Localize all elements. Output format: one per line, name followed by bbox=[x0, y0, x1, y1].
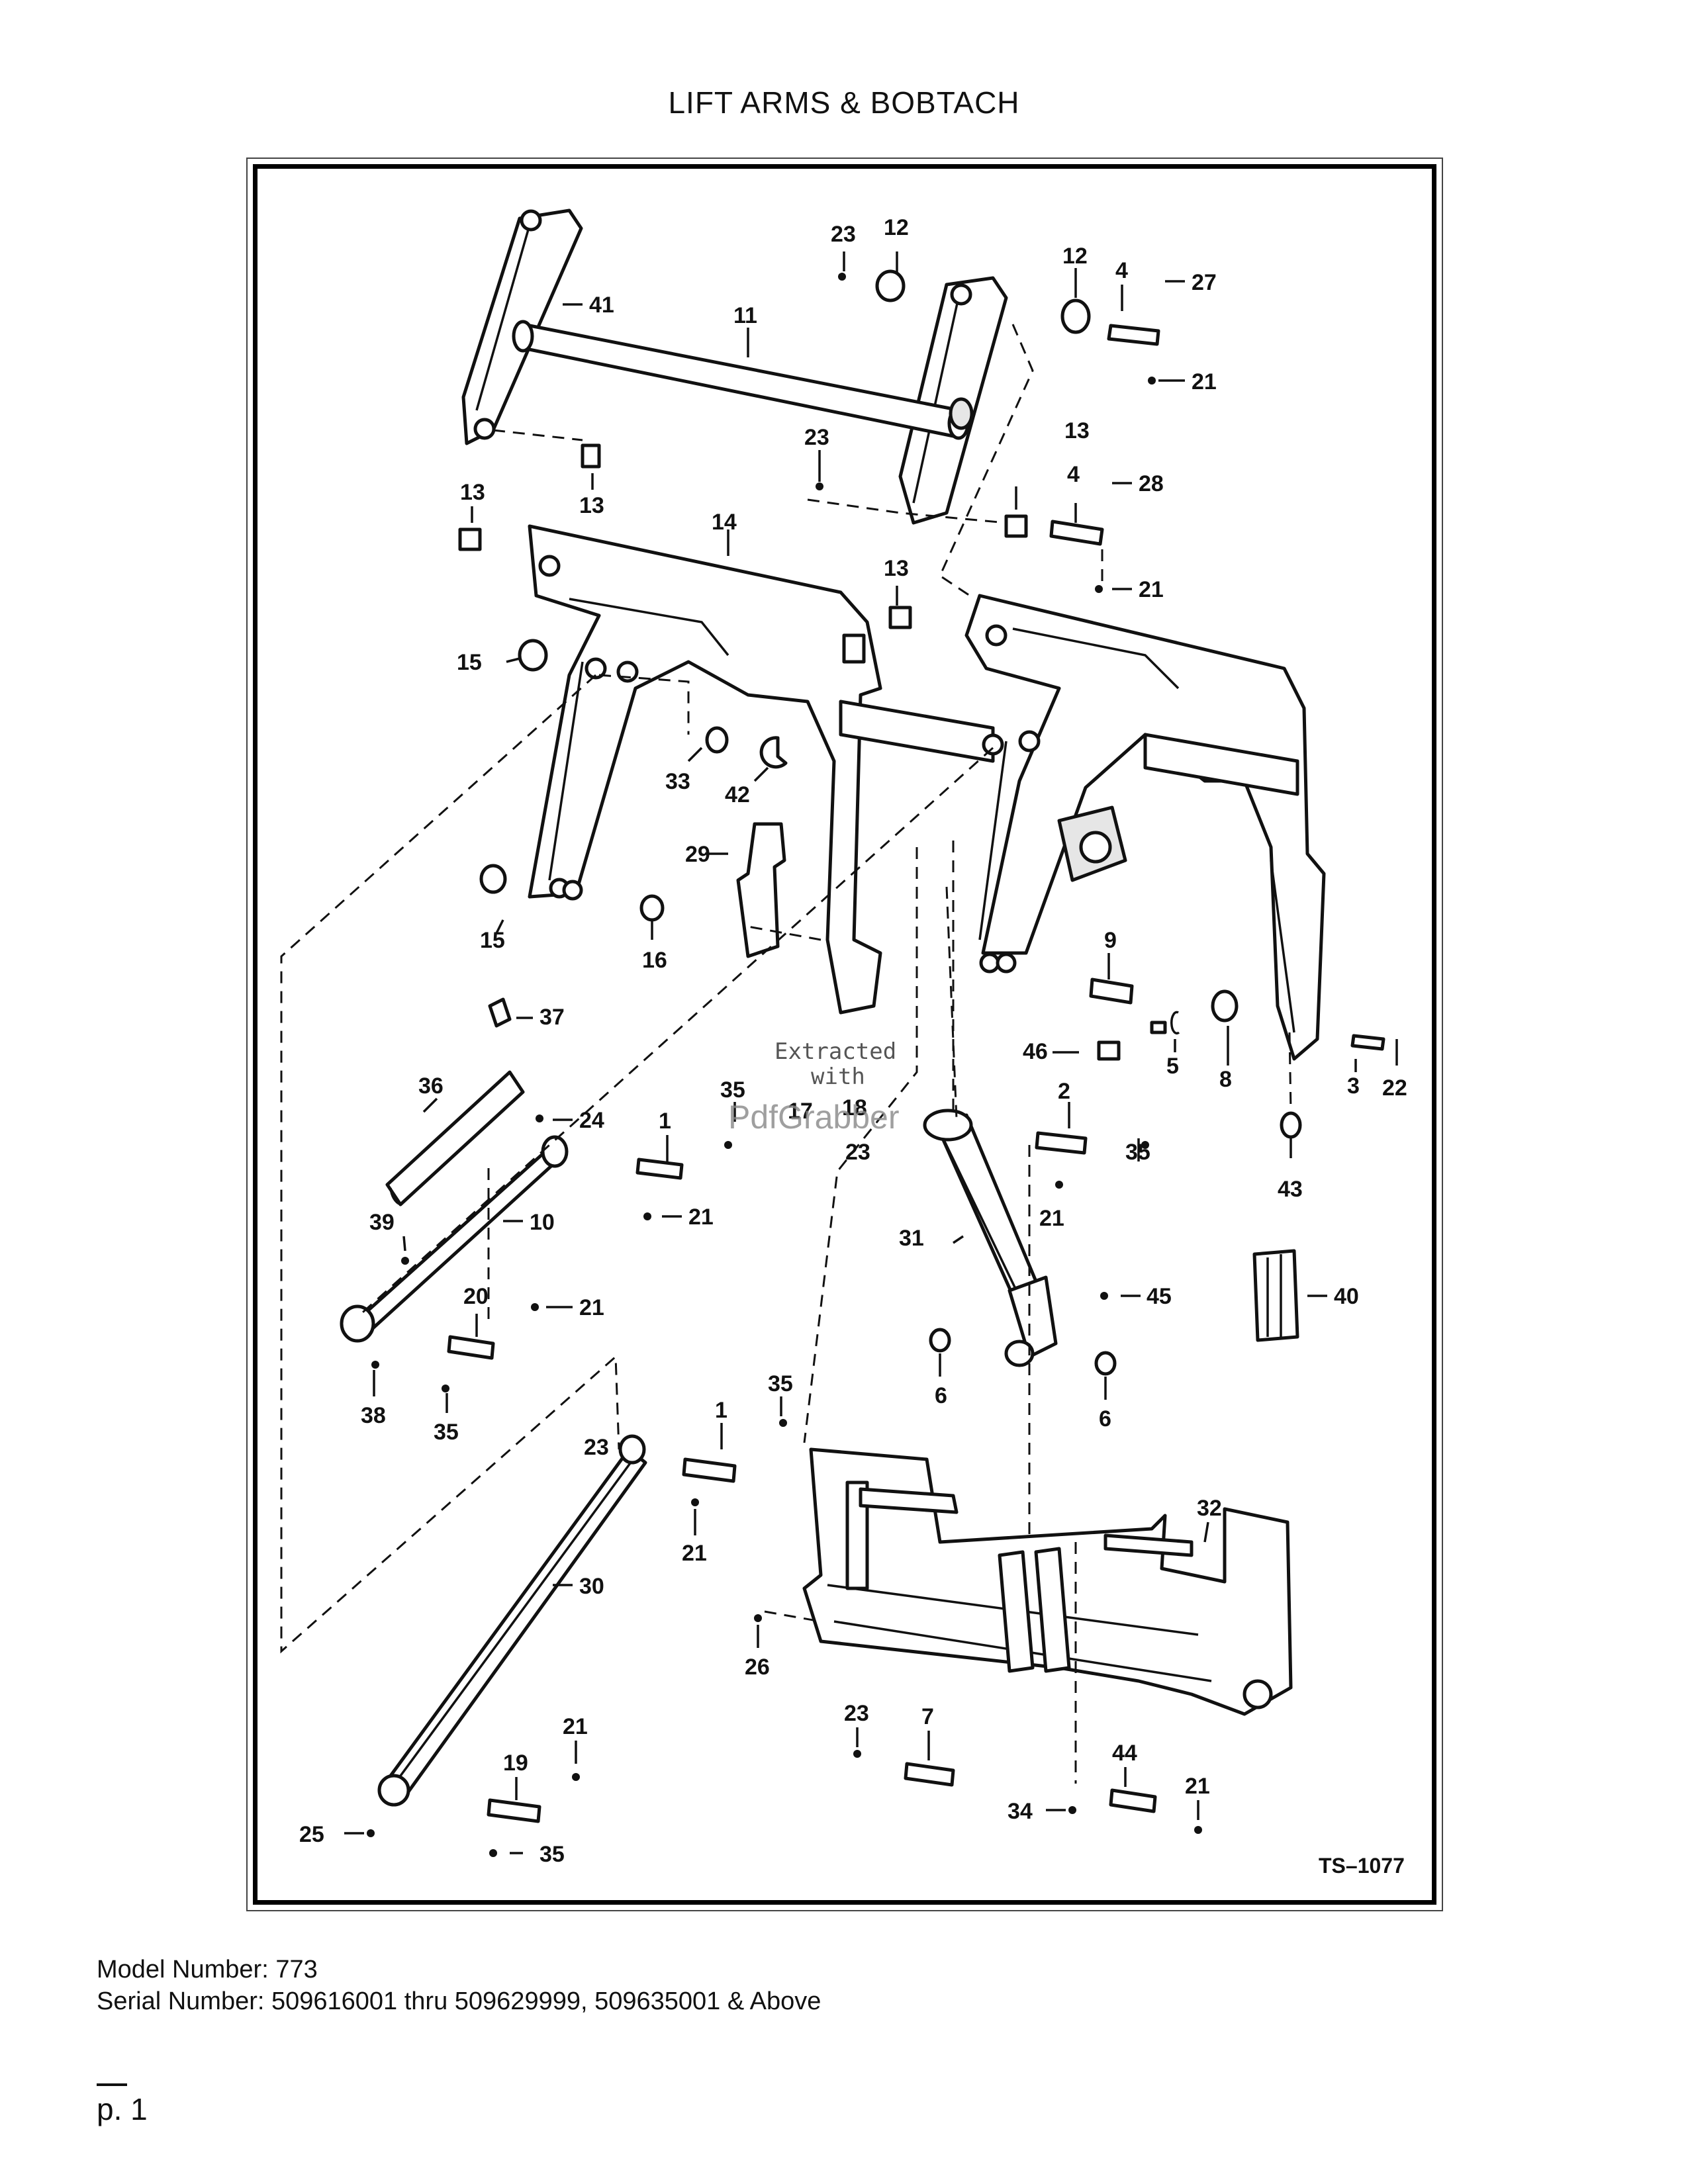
page-number: p. 1 bbox=[97, 2092, 148, 2126]
callout: 21 bbox=[563, 1714, 588, 1739]
callout: 3 bbox=[1347, 1073, 1360, 1099]
lift-cylinder bbox=[377, 1434, 737, 1823]
callout: 2 bbox=[1058, 1079, 1070, 1104]
cross-tube-assembly bbox=[340, 1070, 569, 1360]
callout: 31 bbox=[899, 1226, 924, 1251]
callout: 16 bbox=[642, 948, 667, 973]
callout: 17 bbox=[788, 1099, 813, 1124]
callout: 21 bbox=[579, 1295, 604, 1320]
callout: 1 bbox=[715, 1398, 727, 1423]
callout: 26 bbox=[745, 1655, 770, 1680]
callout: 33 bbox=[665, 769, 690, 794]
callout: 35 bbox=[768, 1371, 793, 1396]
callout: 9 bbox=[1104, 928, 1117, 953]
callout: 35 bbox=[720, 1077, 745, 1103]
callout-labels: 23 12 12 4 27 41 11 21 23 13 4 28 13 13 … bbox=[299, 215, 1407, 1867]
callout: 27 bbox=[1192, 270, 1217, 295]
callout: 28 bbox=[1139, 471, 1164, 496]
watermark: Extracted with PdfGrabber bbox=[728, 1038, 899, 1136]
serial-number: Serial Number: 509616001 thru 509629999,… bbox=[97, 1987, 821, 2015]
watermark-brand: PdfGrabber bbox=[728, 1099, 899, 1136]
callout: 25 bbox=[299, 1822, 324, 1847]
callout: 21 bbox=[1139, 577, 1164, 602]
callout: 6 bbox=[935, 1383, 947, 1408]
callout: 14 bbox=[712, 510, 737, 535]
callout: 34 bbox=[1008, 1799, 1033, 1824]
callout: 37 bbox=[539, 1005, 565, 1030]
callout: 7 bbox=[921, 1704, 934, 1729]
callout: 15 bbox=[457, 650, 482, 675]
callout: 45 bbox=[1147, 1284, 1172, 1309]
watermark-line1: Extracted bbox=[774, 1038, 896, 1065]
callout: 35 bbox=[1125, 1140, 1150, 1165]
callout: 21 bbox=[1185, 1774, 1210, 1799]
callout: 21 bbox=[1039, 1206, 1064, 1231]
callout: 15 bbox=[480, 928, 505, 953]
callout: 39 bbox=[369, 1210, 395, 1235]
callout: 4 bbox=[1115, 258, 1128, 283]
callout: 35 bbox=[539, 1842, 565, 1867]
callout: 13 bbox=[579, 493, 604, 518]
callout: 11 bbox=[733, 303, 757, 328]
callout: 8 bbox=[1219, 1067, 1232, 1092]
callout: 13 bbox=[460, 480, 485, 505]
callout: 13 bbox=[884, 556, 909, 581]
callout: 43 bbox=[1278, 1177, 1303, 1202]
drawing-code: TS–1077 bbox=[1319, 1854, 1405, 1878]
callout: 19 bbox=[503, 1751, 528, 1776]
callout: 32 bbox=[1197, 1496, 1222, 1521]
callout: 20 bbox=[463, 1284, 489, 1309]
callout: 29 bbox=[685, 842, 710, 867]
callout: 21 bbox=[1192, 369, 1217, 394]
callout: 23 bbox=[584, 1435, 609, 1460]
page-title: LIFT ARMS & BOBTACH bbox=[668, 85, 1020, 120]
hardware-parts bbox=[458, 269, 1385, 1180]
model-number: Model Number: 773 bbox=[97, 1956, 318, 1983]
callout: 4 bbox=[1067, 462, 1080, 487]
callout: 30 bbox=[579, 1574, 604, 1599]
callout: 21 bbox=[688, 1205, 714, 1230]
leader-lines bbox=[344, 251, 1398, 1857]
assembly-lines bbox=[280, 324, 1292, 1784]
callout: 24 bbox=[579, 1108, 604, 1133]
tilt-cylinder bbox=[923, 1109, 1299, 1376]
page-divider bbox=[97, 2083, 127, 2086]
bucket-link-assembly bbox=[461, 208, 1008, 525]
diagram-frame-outer bbox=[246, 158, 1443, 1911]
callout: 35 bbox=[434, 1420, 459, 1445]
callout: 21 bbox=[682, 1541, 707, 1566]
callout: 23 bbox=[844, 1701, 869, 1726]
callout: 23 bbox=[804, 425, 829, 450]
link-and-clip bbox=[705, 726, 788, 958]
callout: 6 bbox=[1099, 1406, 1111, 1432]
callout: 1 bbox=[659, 1109, 671, 1134]
callout: 23 bbox=[831, 222, 856, 247]
callout: 41 bbox=[589, 293, 614, 318]
callout: 22 bbox=[1382, 1075, 1407, 1101]
callout: 42 bbox=[725, 782, 750, 807]
callout: 12 bbox=[884, 215, 909, 240]
callout: 5 bbox=[1166, 1054, 1179, 1079]
watermark-line2: with bbox=[811, 1064, 865, 1090]
callout: 44 bbox=[1112, 1741, 1137, 1766]
bobtach-plate bbox=[802, 1447, 1293, 1813]
diagram-frame-inner bbox=[253, 164, 1436, 1905]
callout: 10 bbox=[530, 1210, 555, 1235]
callout: 18 bbox=[842, 1095, 867, 1120]
callout: 36 bbox=[418, 1073, 444, 1099]
callout: 40 bbox=[1334, 1284, 1359, 1309]
callout: 23 bbox=[845, 1140, 870, 1165]
callout: 38 bbox=[361, 1403, 386, 1428]
callout: 13 bbox=[1064, 418, 1090, 443]
callout: 12 bbox=[1062, 244, 1088, 269]
callout: 46 bbox=[1023, 1039, 1048, 1064]
lift-arm-frame bbox=[528, 524, 1326, 1061]
